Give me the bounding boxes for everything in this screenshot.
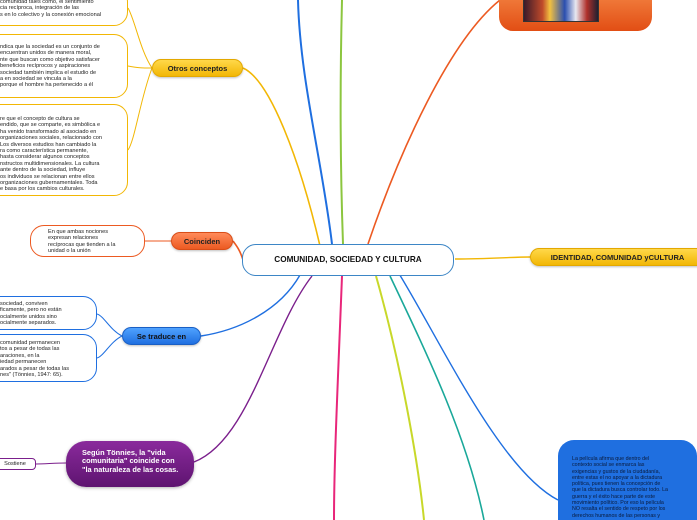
link-green-top — [339, 0, 344, 245]
link-blue-note — [397, 271, 559, 501]
sostiene-node[interactable]: Sostiene — [0, 458, 36, 470]
otros-leaf-1-box — [0, 0, 128, 26]
link-purple-tonnies — [193, 275, 313, 463]
otros-leaf-1-text: comunidad tales como, el sentimiento cia… — [0, 0, 102, 18]
link-blue-top — [297, 0, 333, 245]
se-traduce-en-node[interactable]: Se traduce en — [122, 327, 201, 345]
link-otros-leaf3 — [127, 67, 153, 151]
blue-note-card[interactable]: La película afirma que dentro del contex… — [558, 440, 697, 520]
link-traduce-leaf1 — [96, 313, 123, 337]
otros-leaf-3-text: re que el concepto de cultura se endido,… — [0, 116, 102, 193]
traduce-leaf-1-text: sociedad, conviven ficamente, pero no es… — [0, 301, 62, 327]
identidad-comunidad-cultura-node[interactable]: IDENTIDAD, COMUNIDAD yCULTURA — [530, 248, 697, 266]
link-tonnies-leaf — [35, 462, 67, 465]
coinciden-leaf-text: En que ambas nociones expresan relacione… — [48, 229, 116, 255]
link-yellow-otros — [242, 67, 321, 247]
image-card[interactable] — [499, 0, 652, 31]
link-yellow-identidad — [454, 256, 531, 260]
tonnies-node[interactable]: Según Tönnies, la "vida comunitaria" coi… — [66, 441, 194, 487]
link-otros-leaf1 — [127, 7, 153, 69]
coinciden-leaf-box — [30, 225, 145, 257]
link-traduce-leaf2 — [96, 335, 123, 359]
otros-conceptos-node[interactable]: Otros conceptos — [152, 59, 243, 77]
otros-leaf-2-text: ndica que la sociedad es un conjunto de … — [0, 44, 100, 89]
otros-leaf-3-box — [0, 104, 128, 196]
link-orange-top — [367, 0, 501, 245]
coinciden-node[interactable]: Coinciden — [171, 232, 233, 250]
traduce-leaf-2-text: comunidad permanecen tos a pesar de toda… — [0, 340, 70, 379]
traduce-leaf-2-box — [0, 334, 97, 382]
link-otros-leaf2 — [127, 65, 153, 69]
central-topic[interactable]: COMUNIDAD, SOCIEDAD Y CULTURA — [242, 244, 454, 276]
link-lime-bottom — [375, 275, 425, 520]
link-teal-bottom — [389, 275, 485, 520]
otros-leaf-2-box — [0, 34, 128, 98]
link-pink-bottom — [333, 275, 343, 520]
blue-note-text: La película afirma que dentro del contex… — [572, 456, 668, 519]
link-blue-traduce — [200, 274, 301, 337]
image-thumbnail — [523, 0, 599, 22]
traduce-leaf-1-box — [0, 296, 97, 330]
